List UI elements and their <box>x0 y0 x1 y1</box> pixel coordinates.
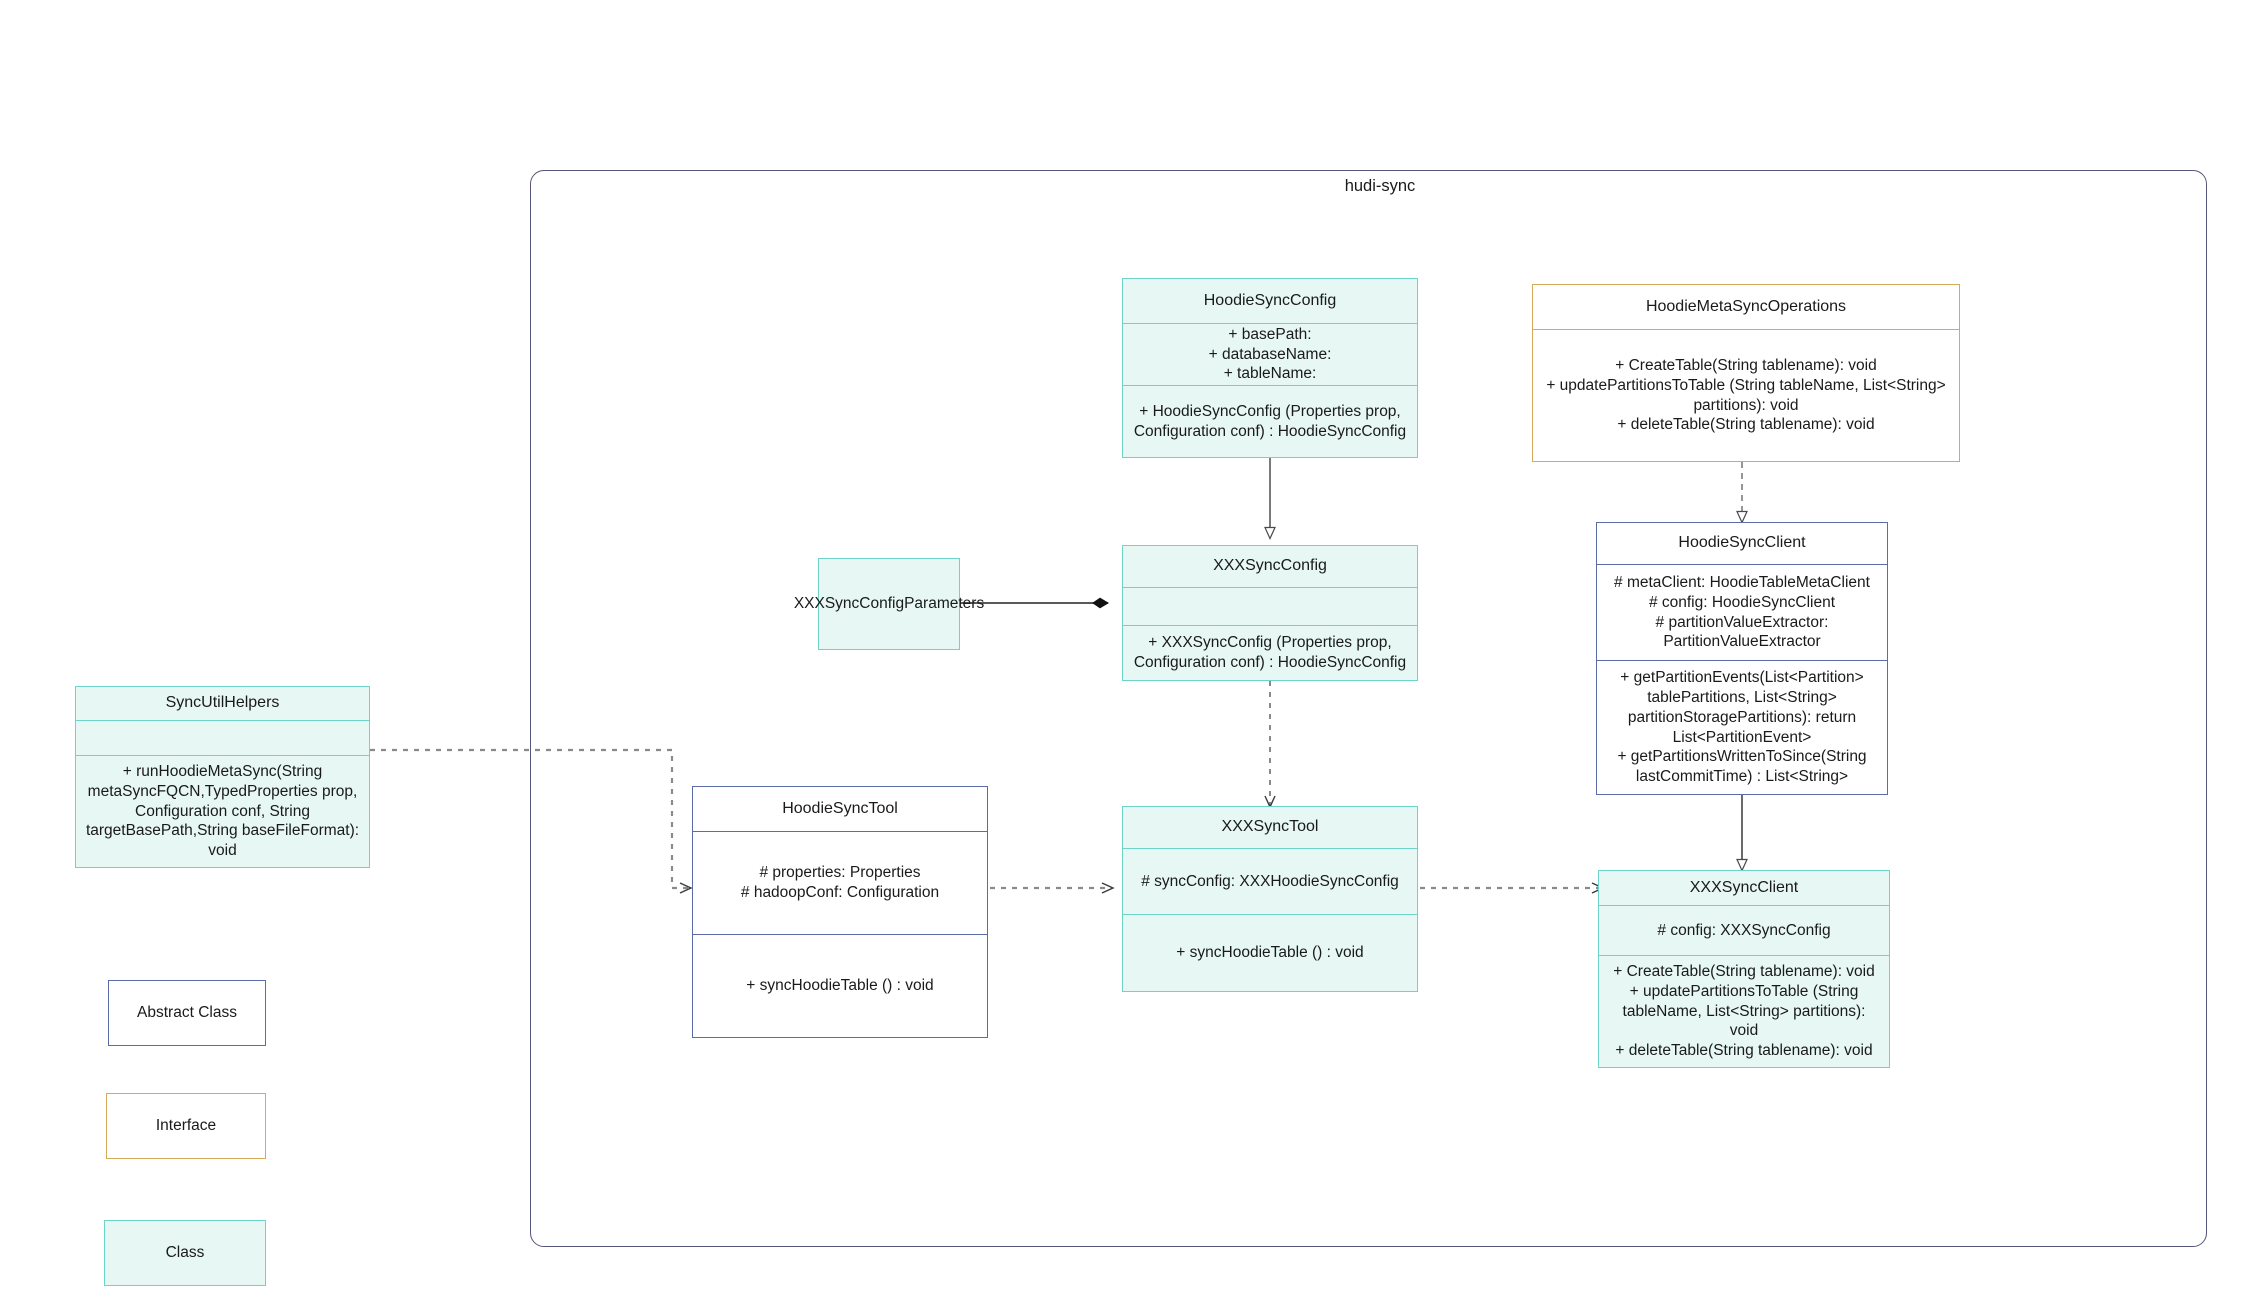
package-frame-hudi-sync <box>530 170 2207 1247</box>
attribute-row: + tableName: <box>1223 365 1317 383</box>
method-row: + runHoodieMetaSync(String metaSyncFQCN,… <box>85 762 360 860</box>
class-box-hoodie-sync-config[interactable]: HoodieSyncConfig + basePath: + databaseN… <box>1122 278 1418 458</box>
class-name-hoodie-sync-client: HoodieSyncClient <box>1678 534 1806 552</box>
attribute-row: # config: HoodieSyncClient <box>1648 593 1836 611</box>
class-methods-sync-util-helpers: + runHoodieMetaSync(String metaSyncFQCN,… <box>76 754 369 867</box>
method-row: + CreateTable(String tablename): void <box>1613 962 1875 980</box>
method-row: + CreateTable(String tablename): void <box>1615 356 1877 374</box>
attribute-row: # properties: Properties <box>759 864 921 882</box>
class-name-sync-util-helpers: SyncUtilHelpers <box>165 694 280 712</box>
attribute-row: + databaseName: <box>1208 345 1332 363</box>
class-name-xxx-sync-client: XXXSyncClient <box>1689 878 1799 896</box>
class-box-sync-util-helpers[interactable]: SyncUtilHelpers + runHoodieMetaSync(Stri… <box>75 686 370 868</box>
legend-item-class: Class <box>104 1220 266 1286</box>
method-row: + HoodieSyncConfig (Properties prop, Con… <box>1133 402 1407 440</box>
class-methods-hoodie-sync-tool: + syncHoodieTable () : void <box>693 934 987 1037</box>
method-row: + syncHoodieTable () : void <box>1176 944 1364 962</box>
method-row: + updatePartitionsToTable (String tableN… <box>1546 376 1946 414</box>
package-title: hudi-sync <box>1344 177 1416 195</box>
method-row: + getPartitionsWrittenToSince(String las… <box>1617 748 1867 786</box>
attribute-row: # syncConfig: XXXHoodieSyncConfig <box>1141 872 1399 890</box>
class-methods-xxx-sync-tool: + syncHoodieTable () : void <box>1123 914 1417 991</box>
class-name-xxx-sync-config-parameters: XXXSyncConfigParameters <box>793 595 985 613</box>
method-row: + syncHoodieTable () : void <box>746 977 934 995</box>
attribute-row: # config: XXXSyncConfig <box>1657 921 1831 939</box>
class-name-hoodie-sync-tool: HoodieSyncTool <box>782 799 898 817</box>
attribute-row: # hadoopConf: Configuration <box>740 884 940 901</box>
class-attributes-xxx-sync-client: # config: XXXSyncConfig <box>1599 905 1889 955</box>
class-methods-hoodie-sync-client: + getPartitionEvents(List<Partition> tab… <box>1597 660 1887 794</box>
class-box-xxx-sync-client[interactable]: XXXSyncClient # config: XXXSyncConfig + … <box>1598 870 1890 1068</box>
class-box-hoodie-sync-client[interactable]: HoodieSyncClient # metaClient: HoodieTab… <box>1596 522 1888 795</box>
method-row: + deleteTable(String tablename): void <box>1615 1042 1873 1060</box>
class-attributes-xxx-sync-tool: # syncConfig: XXXHoodieSyncConfig <box>1123 848 1417 914</box>
legend-label: Class <box>165 1244 205 1261</box>
class-attributes-sync-util-helpers <box>76 719 369 755</box>
class-box-xxx-sync-config[interactable]: XXXSyncConfig + XXXSyncConfig (Propertie… <box>1122 545 1418 681</box>
method-row: + updatePartitionsToTable (String tableN… <box>1622 982 1866 1040</box>
legend-label: Abstract Class <box>137 1004 237 1021</box>
class-methods-xxx-sync-config: + XXXSyncConfig (Properties prop, Config… <box>1123 625 1417 680</box>
legend-item-abstract-class: Abstract Class <box>108 980 266 1046</box>
method-row: + getPartitionEvents(List<Partition> tab… <box>1620 669 1864 746</box>
attribute-row: + basePath: <box>1228 325 1312 343</box>
class-methods-xxx-sync-client: + CreateTable(String tablename): void + … <box>1599 954 1889 1067</box>
attribute-row: # metaClient: HoodieTableMetaClient <box>1614 573 1870 591</box>
class-attributes-hoodie-sync-tool: # properties: Properties # hadoopConf: C… <box>693 831 987 934</box>
class-methods-hoodie-meta-sync-operations: + CreateTable(String tablename): void + … <box>1533 329 1959 461</box>
method-row: + XXXSyncConfig (Properties prop, Config… <box>1133 634 1407 671</box>
legend-item-interface: Interface <box>106 1093 266 1159</box>
class-name-hoodie-sync-config: HoodieSyncConfig <box>1203 291 1337 309</box>
class-methods-hoodie-sync-config: + HoodieSyncConfig (Properties prop, Con… <box>1123 385 1417 457</box>
class-name-xxx-sync-config: XXXSyncConfig <box>1213 557 1327 575</box>
class-box-hoodie-sync-tool[interactable]: HoodieSyncTool # properties: Properties … <box>692 786 988 1038</box>
class-box-xxx-sync-config-parameters[interactable]: XXXSyncConfigParameters <box>793 558 985 650</box>
class-attributes-hoodie-sync-client: # metaClient: HoodieTableMetaClient # co… <box>1597 564 1887 660</box>
class-name-xxx-sync-tool: XXXSyncTool <box>1221 818 1319 836</box>
attribute-row: # partitionValueExtractor: PartitionValu… <box>1655 613 1829 651</box>
method-row: + deleteTable(String tablename): void <box>1617 416 1875 434</box>
class-name-hoodie-meta-sync-operations: HoodieMetaSyncOperations <box>1645 297 1847 315</box>
legend-label: Interface <box>155 1117 217 1134</box>
class-attributes-xxx-sync-config <box>1123 587 1417 625</box>
class-attributes-hoodie-sync-config: + basePath: + databaseName: + tableName: <box>1123 323 1417 385</box>
class-box-hoodie-meta-sync-operations[interactable]: HoodieMetaSyncOperations + CreateTable(S… <box>1532 284 1960 462</box>
class-box-xxx-sync-tool[interactable]: XXXSyncTool # syncConfig: XXXHoodieSyncC… <box>1122 806 1418 992</box>
